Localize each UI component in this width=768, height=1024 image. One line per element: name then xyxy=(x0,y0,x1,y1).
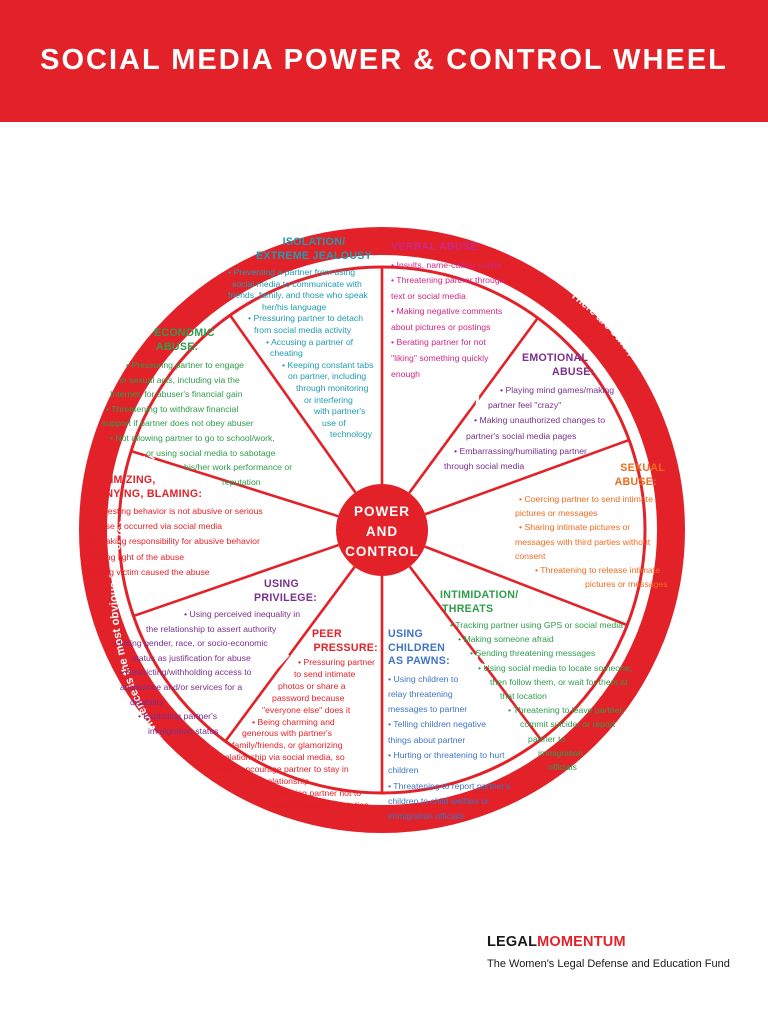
segment-emotional: EMOTIONAL ABUSE: • Playing mind games/ma… xyxy=(444,352,644,474)
verbal-heading: VERBAL ABUSE: xyxy=(391,241,482,253)
economic-heading: ECONOMIC ABUSE: xyxy=(154,327,215,353)
segment-verbal: VERBAL ABUSE: • Insults, name-calling on… xyxy=(391,241,551,382)
segment-economic: ECONOMIC ABUSE: • Pressuring partner to … xyxy=(100,327,300,489)
segment-children: USING CHILDREN AS PAWNS: • Using childre… xyxy=(388,628,548,824)
verbal-items: • Insults, name-calling online • Threate… xyxy=(391,259,505,379)
hub-line-2: AND xyxy=(366,524,398,539)
emotional-heading: EMOTIONAL ABUSE: xyxy=(522,352,595,378)
spoke-line xyxy=(424,545,627,626)
peer-heading: PEER PRESSURE: xyxy=(311,628,378,654)
segment-peer: PEER PRESSURE: • Pressuring partner to s… xyxy=(212,628,382,812)
segment-intimidation: INTIMIDATION/ THREATS • Tracking partner… xyxy=(440,589,650,774)
privilege-heading: USING PRIVILEGE: xyxy=(254,578,318,604)
spoke-line xyxy=(131,450,339,518)
segment-minimizing: MINIMIZING, DENYING, BLAMING: • Suggesti… xyxy=(82,474,292,580)
spoke-line xyxy=(408,318,539,494)
spoke-line xyxy=(408,565,542,740)
sexual-heading: SEXUAL ABUSE: xyxy=(614,462,665,488)
peer-items: • Pressuring partner to send intimate ph… xyxy=(212,657,375,810)
segment-privilege: USING PRIVILEGE: • Using perceived inequ… xyxy=(112,578,322,738)
intimidation-heading: INTIMIDATION/ THREATS xyxy=(440,589,519,615)
isolation-heading: ISOLATION/ EXTREME JEALOUSY xyxy=(255,236,373,262)
wheel-spokes xyxy=(131,268,629,792)
minimizing-heading: MINIMIZING, DENYING, BLAMING: xyxy=(90,474,203,500)
outer-ring xyxy=(79,227,685,833)
children-items: • Using children to relay threatening me… xyxy=(388,673,511,822)
title-banner: SOCIAL MEDIA POWER & CONTROL WHEEL xyxy=(0,0,768,122)
spoke-line xyxy=(224,566,356,742)
page-title: SOCIAL MEDIA POWER & CONTROL WHEEL xyxy=(40,44,728,76)
hub xyxy=(336,484,428,576)
legal-momentum-logo: LEGALMOMENTUM xyxy=(487,934,626,950)
segment-isolation: ISOLATION/ EXTREME JEALOUSY • Preventing… xyxy=(214,236,384,441)
hub-line-1: POWER xyxy=(354,504,410,519)
economic-items: • Pressuring partner to engage in sexual… xyxy=(102,360,293,487)
spoke-line xyxy=(133,543,339,617)
sexual-items: • Coercing partner to send intimate pict… xyxy=(515,494,668,590)
hub-line-3: CONTROL xyxy=(345,544,419,559)
children-heading: USING CHILDREN AS PAWNS: xyxy=(388,628,450,667)
footer-tagline: The Women's Legal Defense and Education … xyxy=(487,958,730,970)
minimizing-items: • Suggesting behavior is not abusive or … xyxy=(82,506,263,577)
privilege-items: • Using perceived inequality in the rela… xyxy=(114,609,301,736)
spoke-line xyxy=(229,315,357,494)
isolation-items: • Preventing a partner from using social… xyxy=(228,267,374,440)
spoke-line xyxy=(424,439,629,516)
segment-sexual: SEXUAL ABUSE: • Coercing partner to send… xyxy=(513,462,673,591)
intimidation-items: • Tracking partner using GPS or social m… xyxy=(450,620,633,773)
emotional-items: • Playing mind games/making partner feel… xyxy=(444,385,615,472)
